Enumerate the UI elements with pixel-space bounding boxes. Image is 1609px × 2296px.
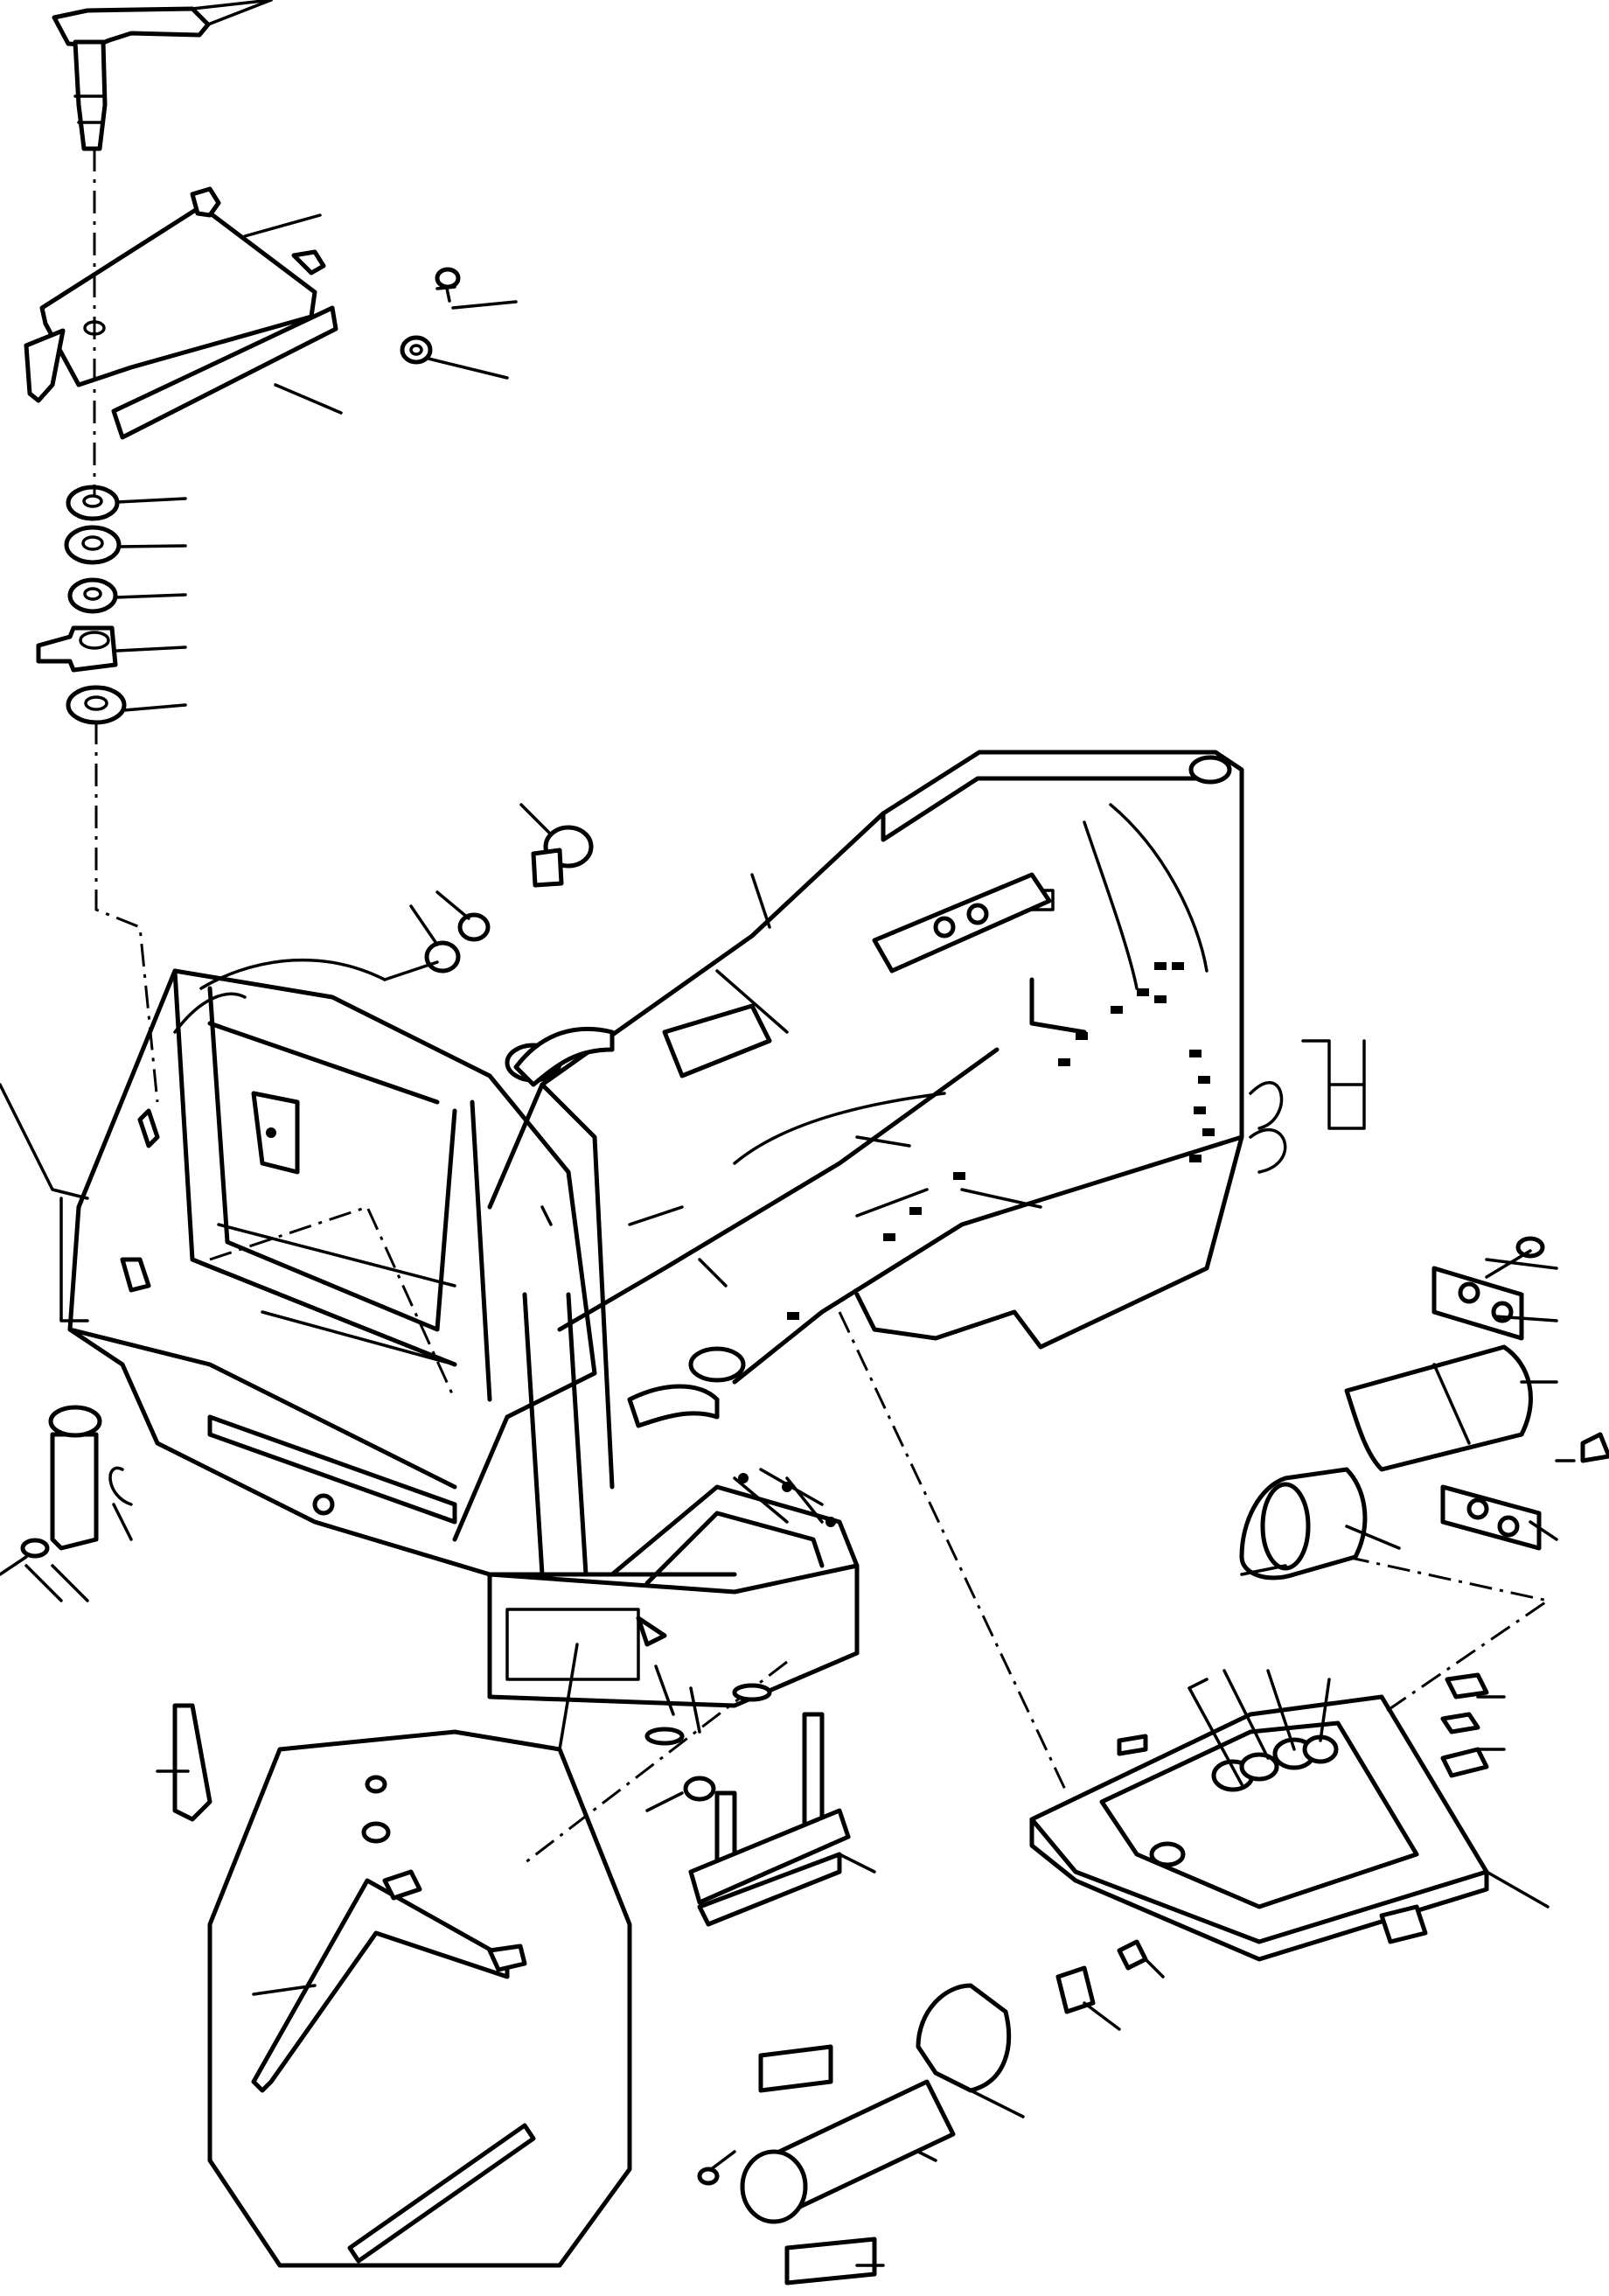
centerlines xyxy=(93,149,1551,1865)
main-frame xyxy=(67,750,1366,1746)
small-bracket xyxy=(156,1703,212,1822)
left-pin-group xyxy=(0,1083,160,1602)
leader-lines-top xyxy=(114,0,518,712)
detail-inset xyxy=(207,1643,632,2268)
washer-stack xyxy=(36,485,127,725)
bottom-right-pin xyxy=(697,1939,1165,2286)
right-platform xyxy=(1029,1669,1550,1962)
lever-cover-plate xyxy=(24,186,338,440)
lever-assembly xyxy=(52,0,273,151)
right-leaders xyxy=(1345,1258,1576,1550)
right-upper-pin xyxy=(1239,1236,1609,1581)
upper-center-hardware xyxy=(383,803,1042,1288)
box-bolts xyxy=(733,1468,836,1527)
center-bottom-parts xyxy=(645,1712,876,1927)
pin-and-washer xyxy=(400,267,461,365)
rail-bolts xyxy=(787,962,1215,1320)
